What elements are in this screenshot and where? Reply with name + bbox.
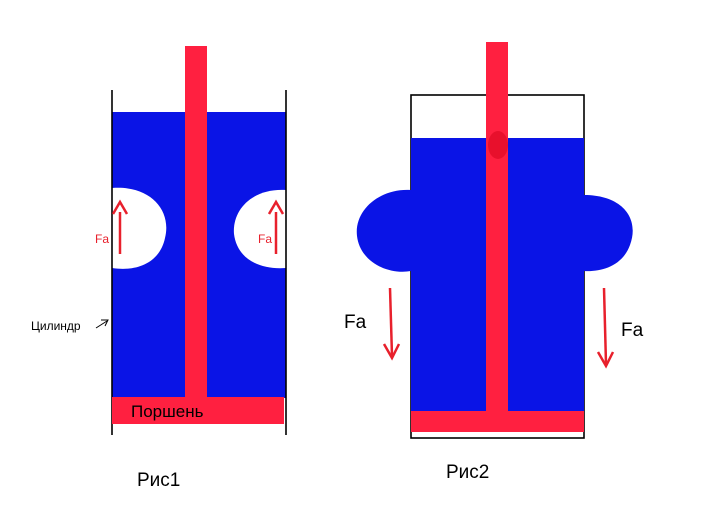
figure-1: Поршень Fa Fa Цилиндр Рис1 xyxy=(31,46,287,491)
fig1-left-force-label: Fa xyxy=(95,232,109,246)
fig1-right-force-label: Fa xyxy=(258,232,272,246)
fig2-right-force-label: Fa xyxy=(621,320,644,341)
fig1-right-force-arrow xyxy=(267,199,285,254)
fig1-piston-plate xyxy=(112,397,284,424)
fig2-left-force-arrow xyxy=(382,287,401,361)
figure-2: Fa Fa Рис2 xyxy=(344,42,644,483)
fig1-caption: Рис1 xyxy=(137,470,180,491)
fig1-left-force-arrow xyxy=(111,199,129,254)
fig2-piston-rod xyxy=(486,42,508,414)
fig2-left-force-label: Fa xyxy=(344,312,367,333)
fig2-rod-seal xyxy=(488,131,508,159)
fig1-cylinder-label: Цилиндр xyxy=(31,319,81,333)
fig1-left-cavity xyxy=(112,187,167,269)
fig2-right-force-arrow xyxy=(596,287,615,369)
fig1-cylinder-pointer-arrow xyxy=(95,319,109,329)
fig2-caption: Рис2 xyxy=(446,462,489,483)
fig2-piston-plate xyxy=(411,411,584,432)
fig1-piston-label: Поршень xyxy=(131,402,204,421)
fig1-piston-rod xyxy=(185,46,207,400)
